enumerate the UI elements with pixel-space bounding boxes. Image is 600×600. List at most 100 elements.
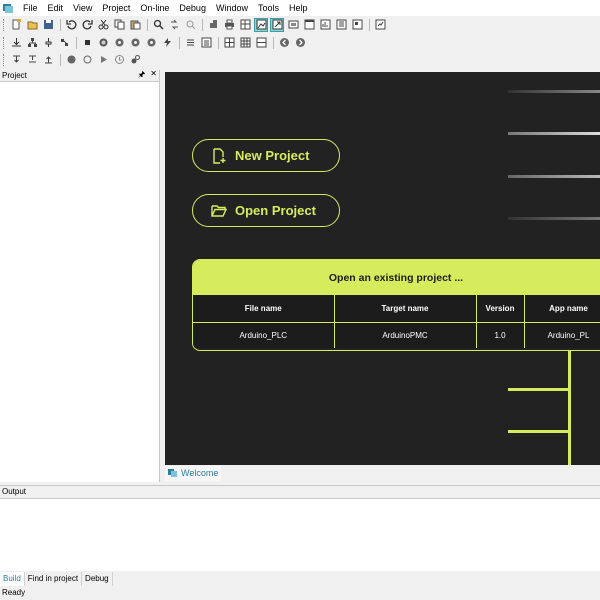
new-file-icon — [213, 147, 226, 164]
variable-icon[interactable] — [128, 53, 142, 67]
tab-welcome-label: Welcome — [181, 468, 219, 478]
print-icon[interactable] — [222, 18, 236, 32]
breakpoint-icon[interactable] — [64, 53, 78, 67]
cell-file-name[interactable]: Arduino_PLC — [193, 322, 335, 348]
open-project-label: Open Project — [235, 203, 316, 218]
circle-icon[interactable] — [80, 53, 94, 67]
close-icon[interactable]: ✕ — [150, 68, 157, 78]
gear-icon[interactable] — [128, 36, 142, 50]
welcome-tab-icon — [168, 469, 177, 477]
step-over-icon[interactable] — [25, 53, 39, 67]
menu-help[interactable]: Help — [288, 3, 308, 13]
toolbar-grip[interactable] — [3, 53, 6, 66]
standard-toolbar — [0, 16, 600, 33]
column-header-version[interactable]: Version — [476, 295, 525, 323]
grid-icon[interactable] — [238, 36, 252, 50]
back-icon[interactable] — [277, 36, 291, 50]
menu-project[interactable]: Project — [102, 3, 131, 13]
settings-icon[interactable] — [350, 18, 364, 32]
new-project-button[interactable]: New Project — [192, 139, 340, 172]
editor-tab-strip: Welcome — [165, 465, 600, 481]
find-icon[interactable] — [151, 18, 165, 32]
menu-view[interactable]: View — [73, 3, 93, 13]
window-icon[interactable] — [270, 17, 284, 32]
tab-welcome[interactable]: Welcome — [165, 465, 222, 481]
toolbar-separator — [76, 36, 77, 49]
recent-projects-title: Open an existing project ... — [193, 260, 600, 295]
toolbar-separator — [369, 18, 370, 31]
toolbar-separator — [60, 18, 61, 31]
tab-debug[interactable]: Debug — [82, 571, 113, 586]
menu-file[interactable]: File — [23, 3, 38, 13]
step-into-icon[interactable] — [9, 53, 23, 67]
stop-icon[interactable] — [80, 36, 94, 50]
step-out-icon[interactable] — [41, 53, 55, 67]
menu-edit[interactable]: Edit — [47, 3, 64, 13]
paste-icon[interactable] — [128, 18, 142, 32]
library-icon[interactable] — [334, 18, 348, 32]
download-icon[interactable] — [9, 36, 23, 50]
menu-bar: File Edit View Project On-line Debug Win… — [0, 0, 600, 16]
tile-icon[interactable] — [238, 18, 252, 32]
replace-icon[interactable] — [167, 18, 181, 32]
undo-icon[interactable] — [64, 18, 78, 32]
toolbar-grip[interactable] — [3, 36, 6, 49]
debug-toolbar — [0, 51, 600, 68]
compile-icon[interactable] — [206, 18, 220, 32]
menu-online[interactable]: On-line — [140, 3, 170, 13]
open-project-button[interactable]: Open Project — [192, 194, 340, 227]
plug-icon[interactable] — [57, 36, 71, 50]
cut-icon[interactable] — [96, 18, 110, 32]
menu-tools[interactable]: Tools — [257, 3, 279, 13]
layout-icon[interactable] — [286, 18, 300, 32]
redo-icon[interactable] — [80, 18, 94, 32]
chart-icon[interactable] — [318, 18, 332, 32]
recent-projects-box: Open an existing project ... File name T… — [192, 259, 600, 351]
cell-app-name[interactable]: Arduino_PL — [524, 322, 600, 348]
table-row[interactable]: Arduino_PLC ArduinoPMC 1.0 Arduino_PL — [193, 322, 600, 348]
toolbar-separator — [202, 18, 203, 31]
tab-build[interactable]: Build — [0, 571, 25, 586]
connect-icon[interactable] — [41, 36, 55, 50]
gear-icon[interactable] — [112, 36, 126, 50]
output-content[interactable] — [0, 499, 600, 571]
forward-icon[interactable] — [293, 36, 307, 50]
decorative-line — [508, 217, 600, 220]
tab-find-in-project[interactable]: Find in project — [25, 571, 83, 586]
image-icon[interactable] — [254, 17, 268, 32]
build-toolbar — [0, 34, 600, 51]
menu-debug[interactable]: Debug — [179, 3, 206, 13]
lightning-icon[interactable] — [160, 36, 174, 50]
toolbar-grip[interactable] — [3, 18, 6, 31]
menu-window[interactable]: Window — [215, 3, 248, 13]
save-icon[interactable] — [41, 18, 55, 32]
list-icon[interactable] — [183, 36, 197, 50]
cell-version[interactable]: 1.0 — [476, 322, 525, 348]
copy-icon[interactable] — [112, 18, 126, 32]
column-header-target-name[interactable]: Target name — [334, 295, 477, 323]
column-header-app-name[interactable]: App name — [524, 295, 600, 323]
play-icon[interactable] — [96, 53, 110, 67]
watch-icon[interactable] — [112, 53, 126, 67]
grid-icon[interactable] — [222, 36, 236, 50]
list-icon[interactable] — [199, 36, 213, 50]
toolbar-separator — [273, 36, 274, 49]
properties-icon[interactable] — [373, 18, 387, 32]
cell-target-name[interactable]: ArduinoPMC — [334, 322, 477, 348]
run-icon[interactable] — [96, 36, 110, 50]
gear-icon[interactable] — [144, 36, 158, 50]
column-header-file-name[interactable]: File name — [193, 295, 335, 323]
decorative-line — [568, 350, 571, 465]
new-file-icon[interactable] — [9, 18, 23, 32]
find-in-files-icon[interactable] — [183, 18, 197, 32]
panel-icon[interactable] — [302, 18, 316, 32]
tree-icon[interactable] — [25, 36, 39, 50]
open-folder-icon[interactable] — [25, 18, 39, 32]
new-project-label: New Project — [235, 148, 310, 163]
project-tree[interactable] — [0, 82, 159, 480]
grid-icon[interactable] — [254, 36, 268, 50]
recent-projects-table: File name Target name Version App name A… — [193, 295, 600, 348]
toolbar-separator — [147, 18, 148, 31]
pin-icon[interactable]: 🖈 — [137, 69, 146, 79]
